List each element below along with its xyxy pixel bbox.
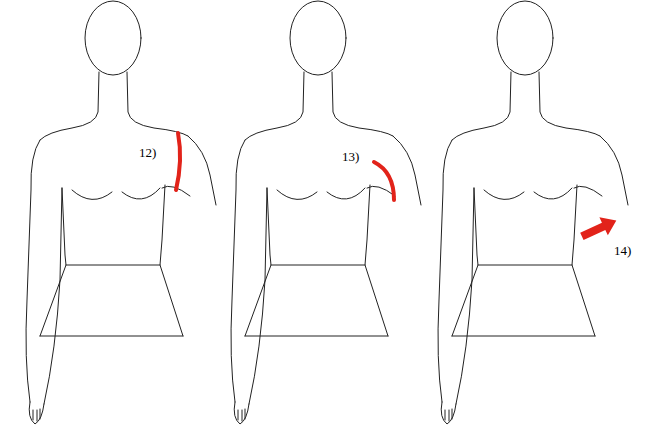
- pointer-arrow: [578, 211, 621, 245]
- mannequin-figure: [26, 1, 216, 424]
- measure-arc: [374, 162, 394, 200]
- measure-line: [176, 133, 180, 190]
- mannequin-figure: [438, 1, 628, 424]
- callout-number: 14): [614, 244, 631, 258]
- arrow-shape: [578, 211, 621, 245]
- mannequin-figure: [231, 1, 421, 424]
- callout-number: 12): [139, 146, 156, 160]
- callout-number: 13): [342, 150, 359, 164]
